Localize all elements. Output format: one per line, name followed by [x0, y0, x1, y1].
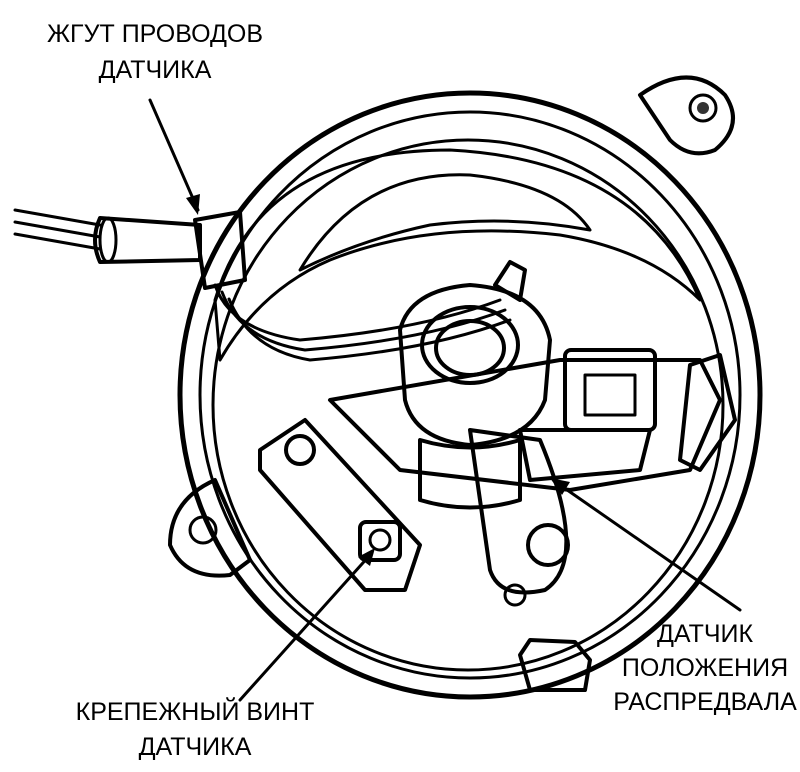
mounting-hole-top-right: [688, 93, 718, 123]
sensor-leader-line: [558, 483, 742, 612]
wire-harness: [13, 208, 512, 362]
label-harness: ЖГУТ ПРОВОДОВ ДАТЧИКА: [47, 20, 263, 84]
housing-flange: [168, 75, 735, 692]
leader-lines: [148, 98, 742, 702]
label-sensor-line2: ПОЛОЖЕНИЯ: [622, 654, 788, 682]
distributor-housing: [177, 90, 763, 700]
label-sensor: ДАТЧИК ПОЛОЖЕНИЯ РАСПРЕДВАЛА: [613, 620, 797, 716]
sensor-connector: [563, 348, 657, 432]
harness-leader-line: [148, 98, 200, 212]
label-screw-line2: ДАТЧИКА: [139, 733, 252, 761]
label-sensor-line1: ДАТЧИК: [657, 620, 754, 648]
screw-leader-line: [238, 553, 372, 702]
mounting-screw: [358, 520, 402, 562]
sensor-body: [328, 348, 737, 492]
label-harness-line2: ДАТЧИКА: [99, 56, 212, 84]
label-screw: КРЕПЕЖНЫЙ ВИНТ ДАТЧИКА: [76, 696, 315, 761]
label-harness-line1: ЖГУТ ПРОВОДОВ: [47, 20, 263, 48]
mounting-bracket: [258, 418, 422, 592]
label-screw-line1: КРЕПЕЖНЫЙ ВИНТ: [76, 696, 315, 726]
label-sensor-line3: РАСПРЕДВАЛА: [613, 688, 797, 716]
